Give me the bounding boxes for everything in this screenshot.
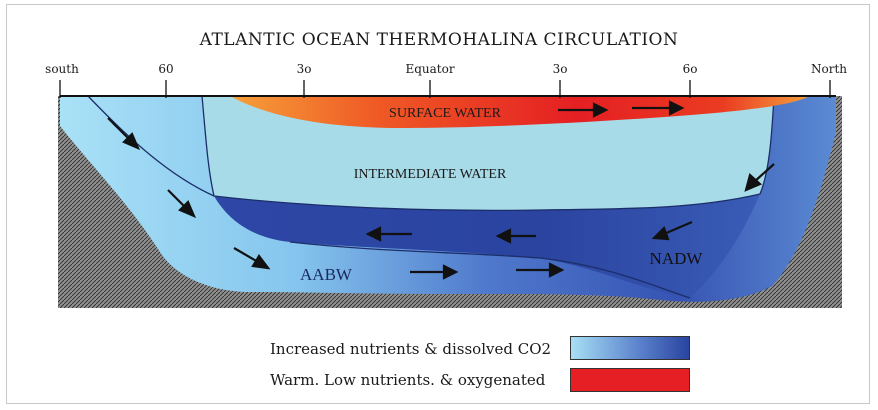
legend-label-warm: Warm. Low nutrients. & oxygenated (270, 371, 546, 389)
arrow-surface-north-2 (632, 100, 685, 116)
arrow-nadw-south-1 (365, 226, 412, 242)
label-nadw: NADW (650, 249, 704, 268)
arrow-north-descend (744, 163, 775, 192)
latitude-label-60n: 6o (682, 62, 698, 76)
arrow-aabw-north-2 (516, 262, 565, 278)
arrow-aabw-north-1 (410, 264, 459, 280)
diagram-title: ATLANTIC OCEAN THERMOHALINA CIRCULATION (199, 30, 679, 50)
legend-swatch-warm (570, 368, 690, 392)
arrow-aabw-descend-1 (107, 117, 141, 151)
arrow-nadw-south-3 (651, 220, 693, 241)
arrow-aabw-descend-3 (233, 247, 271, 270)
latitude-label-30n: 3o (552, 62, 568, 76)
label-surface-water: SURFACE WATER (389, 106, 502, 121)
legend-label-nutrients: Increased nutrients & dissolved CO2 (270, 340, 552, 358)
arrow-nadw-south-2 (495, 228, 536, 244)
latitude-label-60s: 60 (158, 62, 174, 76)
nadw-deep-band (214, 194, 760, 298)
latitude-ticks (59, 80, 831, 98)
nadw-boundary-line (289, 241, 691, 299)
surface-water-region (230, 96, 810, 128)
latitude-label-30s: 3o (296, 62, 312, 76)
arrow-aabw-descend-2 (167, 189, 197, 219)
latitude-label-equator: Equator (405, 62, 455, 76)
legend-swatch-nutrients (570, 336, 690, 360)
aabw-boundary-line (87, 95, 215, 197)
north-deep-water-branch (690, 96, 836, 300)
latitude-label-south: south (45, 62, 79, 76)
label-aabw: AABW (300, 265, 353, 284)
arrow-surface-north-1 (558, 102, 609, 118)
latitude-label-north: North (810, 62, 848, 76)
label-intermediate-water: INTERMEDIATE WATER (354, 167, 507, 182)
